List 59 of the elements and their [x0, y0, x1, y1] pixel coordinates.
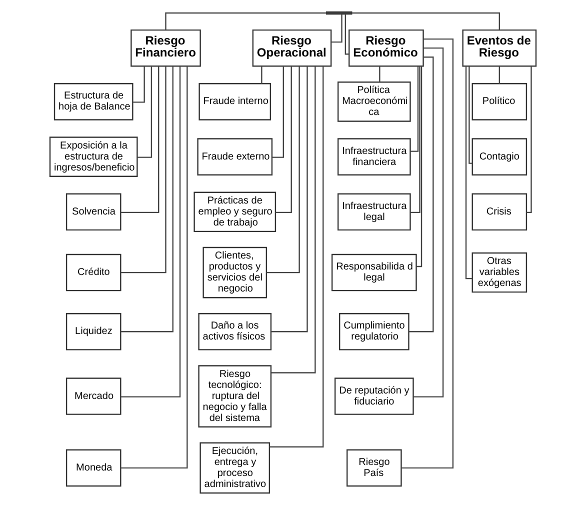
node-box: Fraude interno: [198, 83, 272, 120]
node-bar: [326, 11, 352, 15]
node-box: Responsabilida d legal: [331, 254, 417, 292]
connector: [120, 66, 181, 398]
connector: [120, 66, 188, 469]
node-box: Fraude externo: [197, 138, 273, 176]
node-box: Clientes, productos y servicios del negocio: [202, 246, 268, 298]
connector: [271, 66, 308, 332]
node-box: Infraestructura financiera: [337, 138, 411, 176]
node-box: Crisis: [472, 193, 528, 231]
connector: [401, 38, 454, 469]
node-box: Moneda: [66, 449, 122, 487]
node-box: Liquidez: [66, 313, 122, 350]
node-box: Infraestructura legal: [337, 193, 411, 231]
connector: [408, 56, 434, 332]
connector: [271, 66, 316, 374]
connector: [413, 47, 444, 398]
node-box: Político: [472, 83, 528, 120]
node-box: Otras variables exógenas: [472, 252, 528, 293]
connector: [165, 12, 326, 30]
node-box: Contagio: [472, 138, 528, 176]
connector: [137, 66, 152, 158]
node-box: Prácticas de empleo y seguro de trabajo: [194, 192, 276, 232]
node-box: Riesgo Operacional: [252, 29, 332, 67]
connector: [133, 66, 145, 103]
connector: [120, 66, 166, 274]
node-box: Cumplimiento regulatorio: [339, 313, 410, 350]
connector: [352, 12, 500, 30]
connector: [465, 66, 472, 280]
node-box: De reputación y fiduciario: [334, 378, 414, 415]
connector: [261, 66, 262, 84]
connector: [272, 66, 284, 158]
connector: [416, 66, 422, 268]
node-box: Riesgo País: [346, 449, 402, 487]
connector: [120, 66, 174, 332]
connector: [266, 66, 300, 274]
node-box: Eventos de Riesgo: [462, 29, 537, 67]
connector: [379, 66, 380, 82]
node-box: Crédito: [66, 254, 122, 292]
connector: [270, 66, 324, 448]
connector: [468, 66, 472, 164]
node-box: Solvencia: [66, 193, 122, 231]
connector: [526, 66, 532, 214]
node-box: Riesgo Financiero: [130, 29, 201, 67]
connector: [120, 66, 160, 214]
node-box: Estructura de hoja de Balance: [54, 83, 134, 120]
node-box: Riesgo tecnológico: ruptura del negocio y falla del sistema: [198, 365, 272, 428]
node-box: Ejecución, entrega y proceso administrativo: [200, 442, 270, 494]
node-box: Política Macroeconómi ca: [337, 82, 411, 122]
node-box: Exposición a la estructura de ingresos/beneficio: [49, 136, 138, 177]
connector: [410, 66, 419, 152]
node-box: Mercado: [66, 378, 122, 415]
connector: [331, 14, 342, 43]
connector: [344, 14, 349, 55]
connector: [498, 66, 500, 84]
node-box: Daño a los activos físicos: [198, 313, 272, 350]
node-box: Riesgo Económico: [348, 29, 424, 67]
connector: [410, 66, 420, 214]
connector: [276, 66, 292, 214]
